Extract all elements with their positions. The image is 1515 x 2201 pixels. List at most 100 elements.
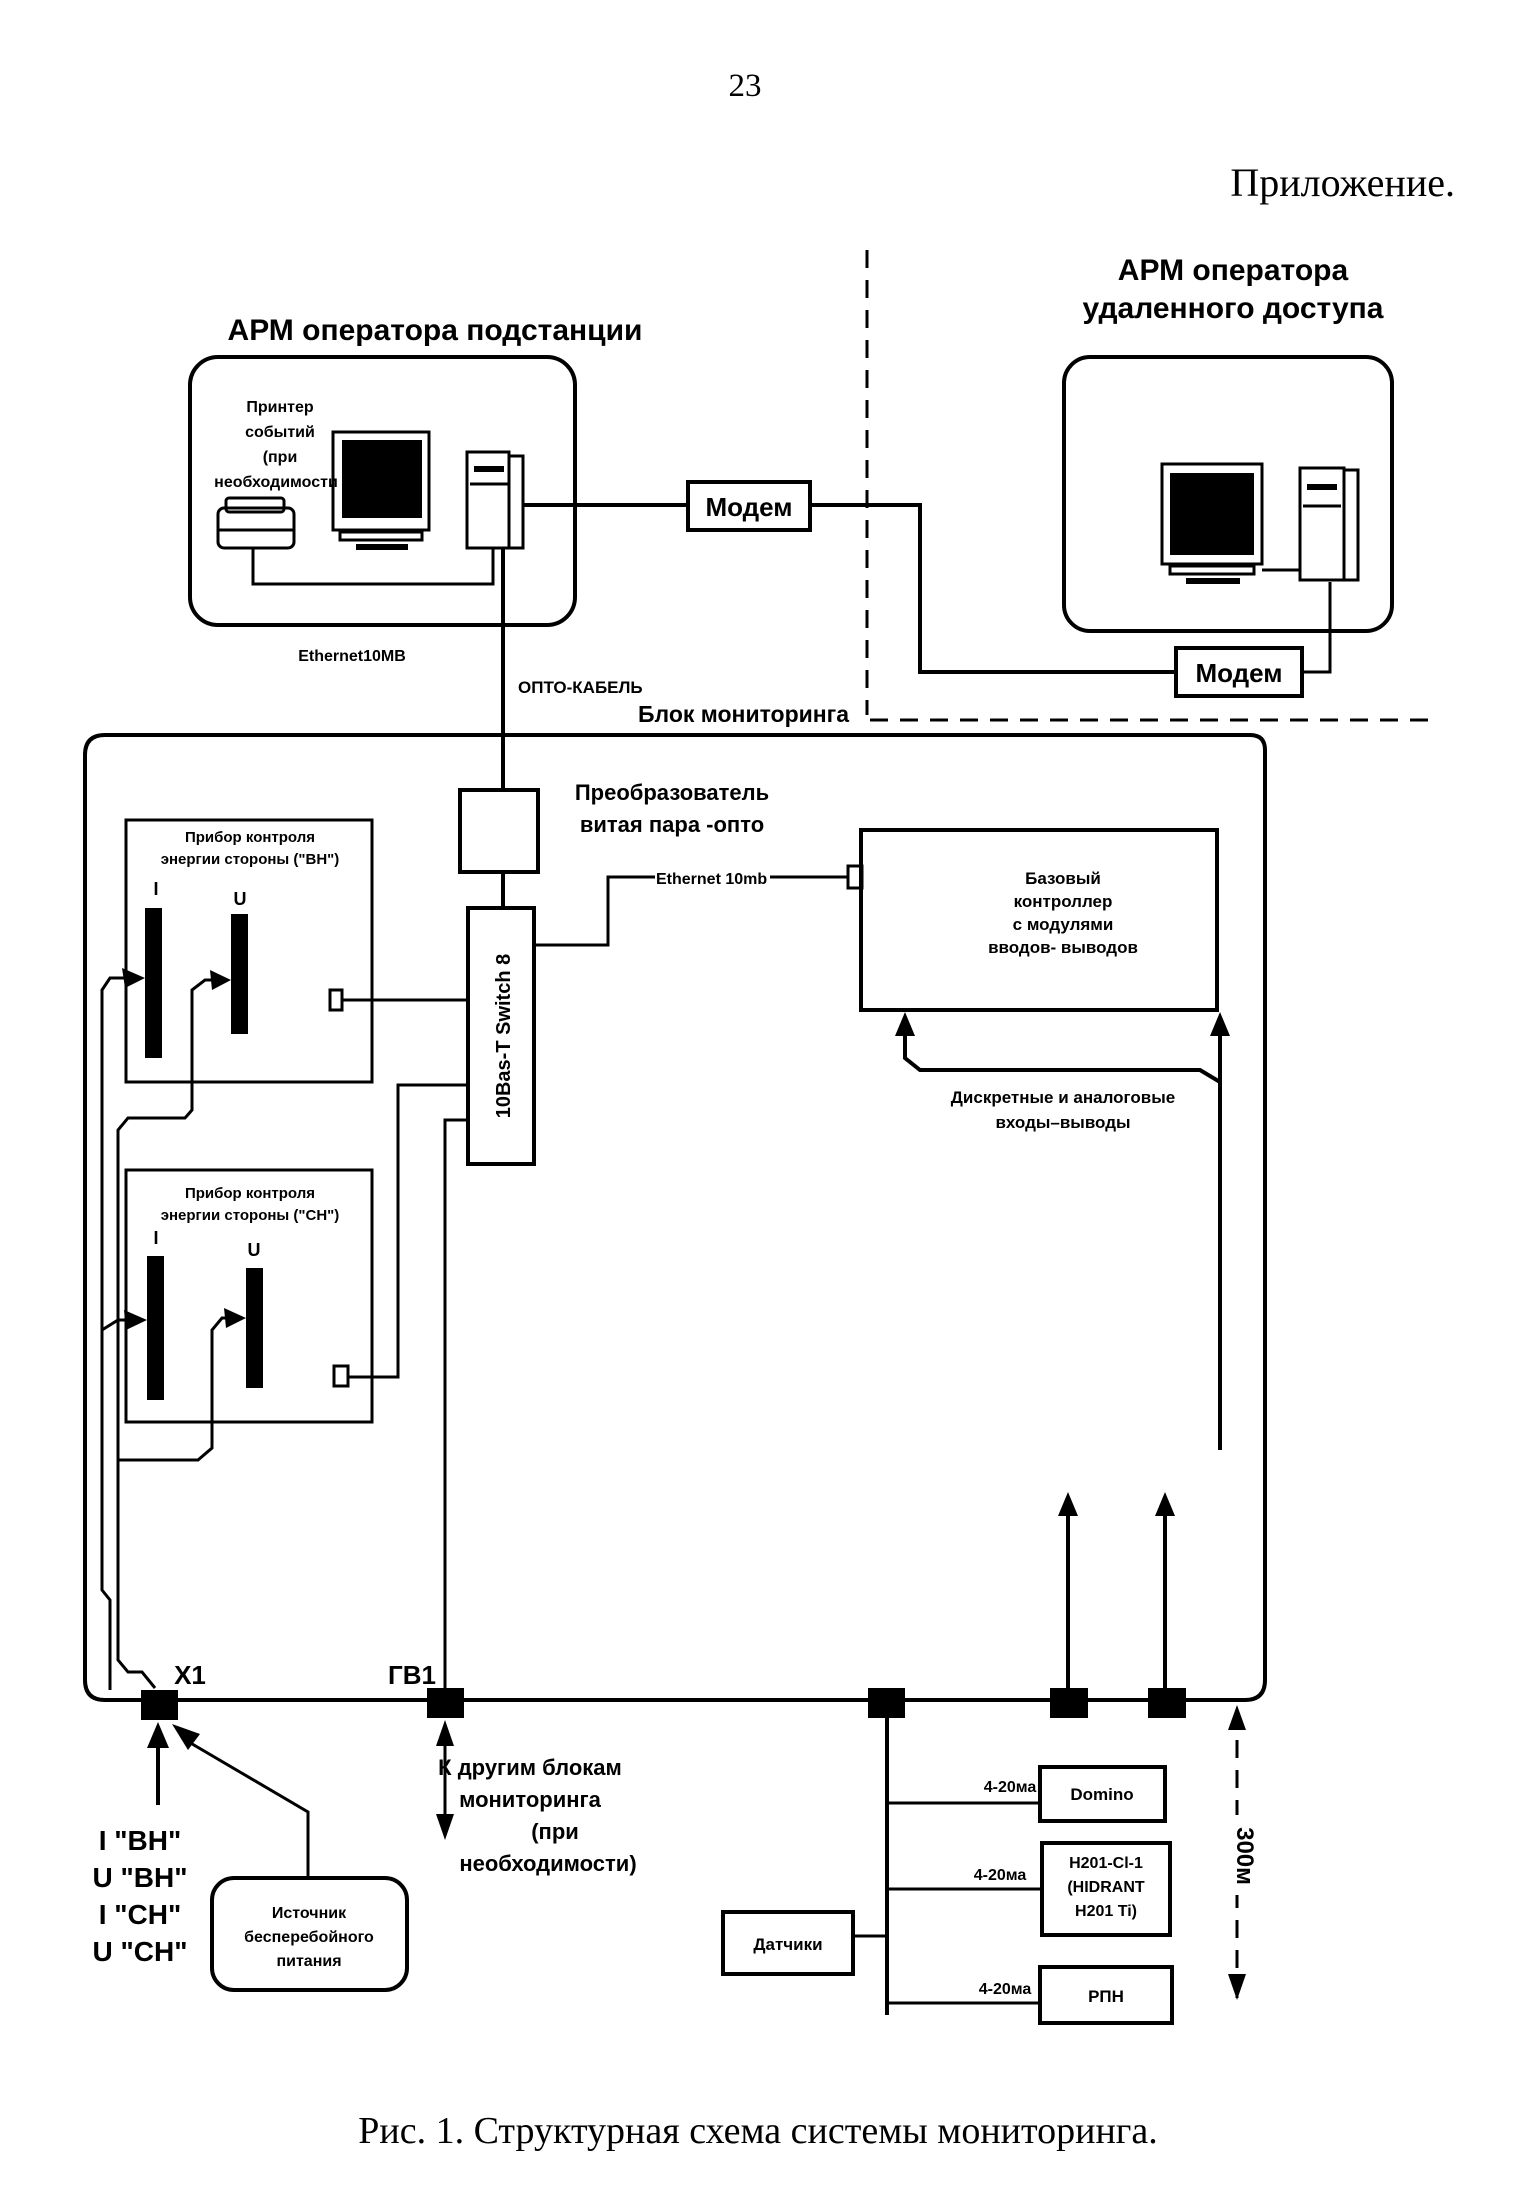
sensors-hub-label: Датчики (753, 1935, 822, 1954)
printer-label: Принтер событий (при необходимости (214, 399, 338, 491)
meter-mv-current-label: I (153, 1228, 158, 1248)
base-controller-label: Базовый контроллер с модулями вводов- вы… (988, 869, 1138, 957)
hydran-box (1040, 1841, 1172, 1937)
other-blocks-arrow-down (436, 1814, 454, 1840)
rpn-signal-label: 4-20ма (979, 1981, 1032, 1998)
meter-mv-port (332, 1364, 350, 1388)
svg-text:Источник: Источник (272, 1905, 347, 1922)
svg-text:энергии стороны ("СН"): энергии стороны ("СН") (161, 1207, 340, 1224)
domino-label: Domino (1070, 1785, 1133, 1804)
remote-monitor-icon (1160, 462, 1264, 584)
other-blocks-label: К другим блокам мониторинга (при необход… (438, 1755, 636, 1876)
svg-text:с модулями: с модулями (1013, 915, 1114, 934)
signal-input-labels: I "ВН" U "ВН" I "СН" U "СН" (93, 1825, 188, 1967)
io-label: Дискретные и аналоговые входы–выводы (951, 1088, 1175, 1132)
svg-text:событий: событий (245, 424, 315, 441)
svg-text:U "СН": U "СН" (93, 1936, 188, 1967)
svg-text:I "СН": I "СН" (99, 1899, 182, 1930)
svg-text:Прибор контроля: Прибор контроля (185, 829, 315, 846)
meter-mv-voltage-wire (118, 1316, 242, 1462)
terminal-io-1 (1050, 1688, 1088, 1718)
remote-modem-label: Модем (1195, 658, 1282, 688)
hydran-label: H201-Cl-1 (HIDRANT H201 Ti) (1067, 1855, 1145, 1920)
substation-workstation-title: АРМ оператора подстанции (228, 314, 643, 347)
svg-text:удаленного доступа: удаленного доступа (1083, 292, 1384, 325)
svg-text:необходимости): необходимости) (459, 1851, 636, 1876)
meter-hv-port (328, 988, 344, 1012)
page-number: 23 (729, 68, 762, 104)
meter-mv-current-arrow (124, 1310, 147, 1330)
range-label-bg (1222, 1815, 1252, 1895)
svg-text:витая пара -опто: витая пара -опто (580, 812, 764, 837)
range-arrow-down (1228, 1974, 1246, 2000)
x1-outer-wire (100, 1085, 112, 1690)
terminal-sensors (868, 1688, 905, 1718)
svg-text:U "ВН": U "ВН" (93, 1862, 188, 1893)
monitor-icon (331, 430, 431, 550)
ethernet-10mb-label: Ethernet10MB (298, 648, 406, 665)
domino-signal-label: 4-20ма (984, 1779, 1037, 1796)
other-blocks-arrow-up (436, 1720, 454, 1746)
meter-hv-voltage-bar (231, 914, 248, 1034)
remote-workstation-box (1062, 355, 1394, 633)
svg-text:(при: (при (531, 1819, 579, 1844)
meter-hv-voltage-label: U (234, 889, 247, 909)
svg-text:К другим блокам: К другим блокам (438, 1755, 622, 1780)
terminal-gv1 (427, 1688, 464, 1718)
svg-text:(HIDRANT: (HIDRANT (1067, 1879, 1145, 1896)
svg-text:I "ВН": I "ВН" (99, 1825, 182, 1856)
svg-text:(при: (при (263, 449, 298, 466)
ups-input-arrow (172, 1724, 200, 1750)
meter-mv-voltage-label: U (248, 1240, 261, 1260)
io-line-left (903, 1022, 1222, 1084)
meter-mv-voltage-arrow (224, 1308, 246, 1328)
x1-hv-voltage-wire (116, 1060, 194, 1689)
ups-input-line (181, 1736, 310, 1878)
svg-text:вводов- выводов: вводов- выводов (988, 938, 1138, 957)
appendix-title: Приложение. (1230, 160, 1455, 205)
ethernet-link-label: Ethernet 10mb (656, 871, 767, 888)
remote-workstation-title: АРМ оператора удаленного доступа (1083, 254, 1384, 325)
modem-link (810, 503, 1176, 674)
svg-text:питания: питания (276, 1953, 341, 1970)
rpn-label: РПН (1088, 1987, 1124, 2006)
opto-converter-box (458, 788, 540, 874)
svg-text:энергии стороны ("ВН"): энергии стороны ("ВН") (161, 851, 340, 868)
base-controller-box (859, 828, 1219, 1012)
x1-hv-current-wire (100, 976, 140, 1085)
hydran-signal-label: 4-20ма (974, 1867, 1027, 1884)
ups-label: Источник бесперебойного питания (244, 1905, 374, 1970)
svg-text:контроллер: контроллер (1014, 892, 1113, 911)
sensor-input-arrow-1 (1058, 1492, 1078, 1516)
meter-hv-title: Прибор контроля энергии стороны ("ВН") (161, 829, 340, 868)
meter-hv-current-bar (145, 908, 162, 1058)
terminal-gv1-label: ГВ1 (388, 1660, 436, 1690)
remote-modem-cable (1302, 582, 1332, 674)
opto-cable-label: ОПТО-КАБЕЛЬ (518, 678, 643, 697)
meter-hv-current-arrow (122, 968, 145, 988)
computer-tower-icon (465, 450, 525, 550)
sensors-hub-box (721, 1910, 855, 1976)
meter-hv-current-label: I (153, 879, 158, 899)
meter-mv-switch-link (348, 1083, 468, 1379)
svg-text:Преобразователь: Преобразователь (575, 780, 769, 805)
ethernet-switch-box (466, 906, 536, 1166)
range-arrow-up (1228, 1705, 1246, 1730)
svg-text:необходимости: необходимости (214, 474, 338, 491)
remote-computer-tower-icon (1298, 466, 1360, 582)
meter-mv-box (124, 1168, 374, 1424)
svg-text:Дискретные и аналоговые: Дискретные и аналоговые (951, 1088, 1175, 1107)
ethernet-switch-label: 10Bas-T Switch 8 (493, 954, 515, 1119)
svg-text:H201 Ti): H201 Ti) (1075, 1903, 1137, 1920)
meter-mv-voltage-bar (246, 1268, 263, 1388)
meter-hv-voltage-arrow (210, 970, 231, 990)
figure-caption: Рис. 1. Структурная схема системы монито… (358, 2110, 1158, 2152)
meter-mv-title: Прибор контроля энергии стороны ("СН") (161, 1185, 340, 1224)
svg-text:Принтер: Принтер (246, 399, 314, 416)
opto-converter-label: Преобразователь витая пара -опто (575, 780, 769, 837)
svg-text:бесперебойного: бесперебойного (244, 1929, 374, 1946)
meter-mv-current-bar (147, 1256, 164, 1400)
terminal-x1 (141, 1690, 178, 1720)
domino-box (1038, 1765, 1167, 1823)
svg-text:H201-Cl-1: H201-Cl-1 (1069, 1855, 1143, 1872)
